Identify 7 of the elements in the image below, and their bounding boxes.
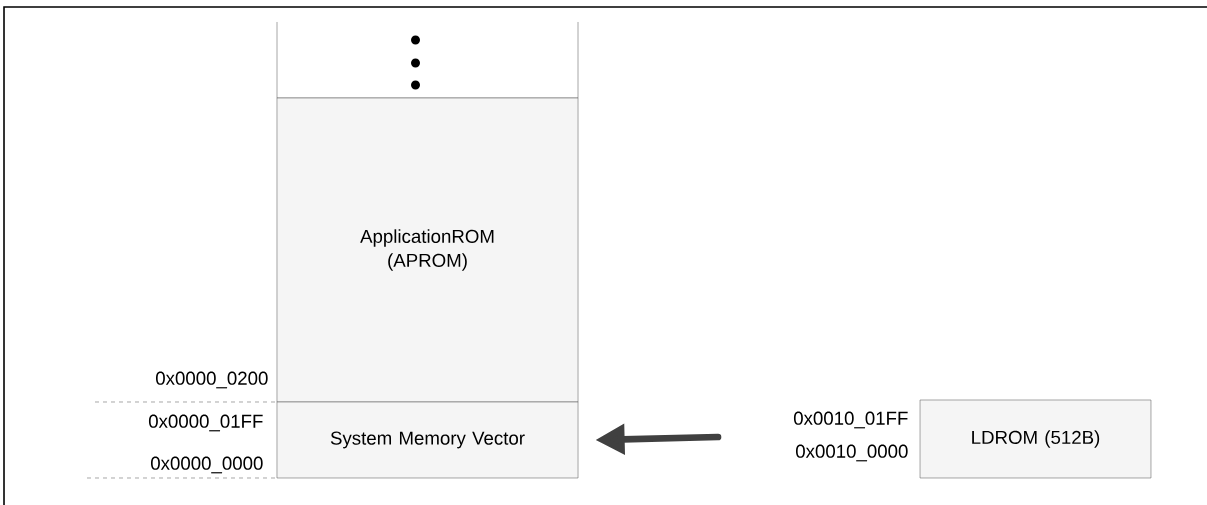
address-label: 0x0000_0000	[151, 456, 263, 474]
memory-box: LDROM (512B)	[919, 399, 1152, 479]
memory-region-box: System Memory Vector	[276, 401, 579, 479]
address-label: 0x0000_01FF	[148, 414, 263, 432]
address-label: 0x0000_0200	[156, 371, 268, 389]
address-label: 0x0010_01FF	[793, 411, 908, 429]
address-label: 0x0010_0000	[796, 444, 908, 462]
